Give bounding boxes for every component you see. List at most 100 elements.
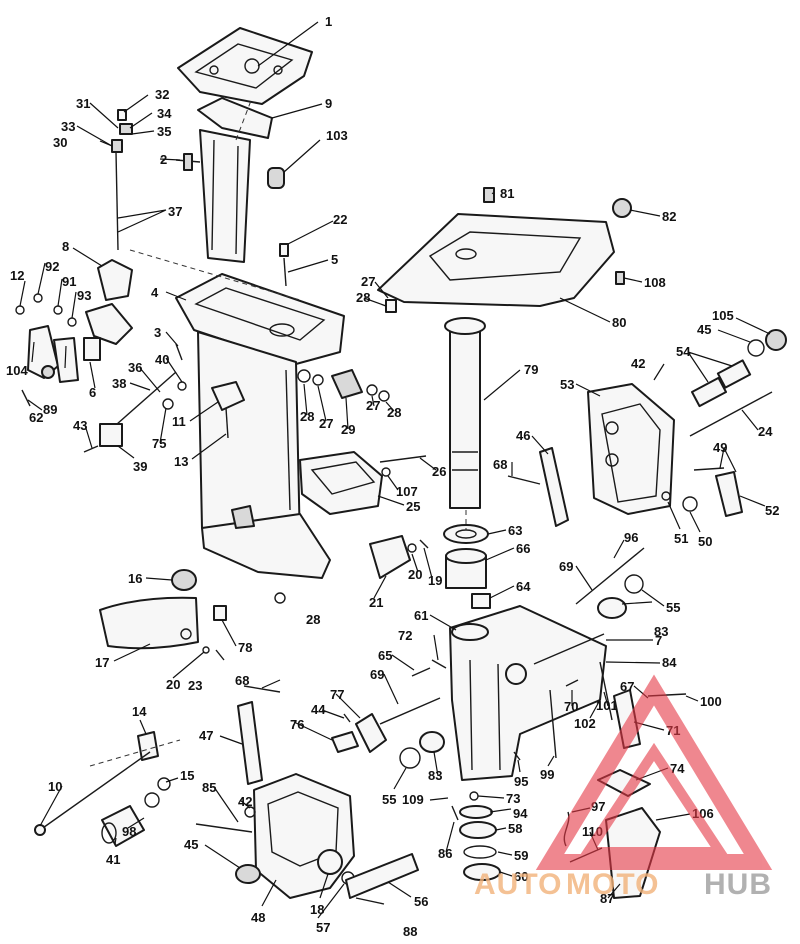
washer-98 bbox=[144, 792, 160, 808]
pin-40 bbox=[177, 381, 187, 391]
callout-64: 64 bbox=[516, 579, 531, 594]
callout-28: 28 bbox=[306, 612, 320, 627]
washer-93 bbox=[67, 317, 77, 327]
nut-28b bbox=[378, 390, 390, 402]
callout-40: 40 bbox=[155, 352, 169, 367]
callout-24: 24 bbox=[758, 424, 773, 439]
screw-43 bbox=[83, 445, 99, 453]
washer-92 bbox=[33, 293, 43, 303]
callout-28: 28 bbox=[387, 405, 401, 420]
callout-21: 21 bbox=[369, 595, 383, 610]
clip-70 bbox=[565, 679, 579, 687]
callout-28: 28 bbox=[300, 409, 314, 424]
callout-36: 36 bbox=[128, 360, 142, 375]
washer-20b bbox=[202, 646, 210, 654]
anti-cavitation-plate bbox=[201, 513, 331, 579]
bolt-85 bbox=[195, 823, 253, 833]
callout-75: 75 bbox=[152, 436, 166, 451]
callout-31: 31 bbox=[76, 96, 90, 111]
callout-26: 26 bbox=[432, 464, 446, 479]
callout-76: 76 bbox=[290, 717, 304, 732]
shift-lever bbox=[97, 259, 133, 301]
callout-42: 42 bbox=[238, 794, 252, 809]
shim-64 bbox=[471, 593, 491, 609]
pin-72 bbox=[431, 659, 447, 669]
callout-15: 15 bbox=[180, 768, 194, 783]
callout-50: 50 bbox=[698, 534, 712, 549]
callout-80: 80 bbox=[612, 315, 626, 330]
nut-45b bbox=[235, 864, 261, 884]
tiller-rod bbox=[39, 751, 151, 831]
clamp-bracket-right bbox=[587, 383, 675, 515]
shift-bracket bbox=[85, 303, 133, 345]
callout-3: 3 bbox=[154, 325, 161, 340]
alignment-line bbox=[89, 739, 181, 767]
stop-plate bbox=[83, 337, 101, 361]
washer-45 bbox=[747, 339, 765, 357]
callout-28: 28 bbox=[356, 290, 370, 305]
callout-25: 25 bbox=[406, 499, 420, 514]
callout-88: 88 bbox=[403, 924, 417, 939]
callout-61: 61 bbox=[414, 608, 428, 623]
callout-5: 5 bbox=[331, 252, 338, 267]
callout-77: 77 bbox=[330, 687, 344, 702]
watermark-triangle-inner bbox=[578, 742, 730, 857]
callout-19: 19 bbox=[428, 573, 442, 588]
exhaust-housing bbox=[197, 97, 273, 263]
callout-45: 45 bbox=[697, 322, 711, 337]
screw-19 bbox=[419, 539, 429, 549]
callout-43: 43 bbox=[73, 418, 87, 433]
bracket-14 bbox=[137, 731, 159, 761]
screw-86 bbox=[451, 805, 459, 821]
watermark-logo bbox=[535, 674, 773, 870]
pin-49 bbox=[693, 467, 725, 471]
callout-82: 82 bbox=[662, 209, 676, 224]
mount-78 bbox=[213, 605, 227, 621]
callout-35: 35 bbox=[157, 124, 171, 139]
screw-23 bbox=[215, 649, 225, 661]
callout-107: 107 bbox=[396, 484, 418, 499]
callout-23: 23 bbox=[188, 678, 202, 693]
washer-27b bbox=[366, 384, 378, 396]
rod-clip bbox=[119, 123, 133, 135]
trim-tab bbox=[369, 535, 411, 579]
callout-41: 41 bbox=[106, 852, 120, 867]
callout-51: 51 bbox=[674, 531, 688, 546]
callout-62: 62 bbox=[29, 410, 43, 425]
callout-20: 20 bbox=[408, 567, 422, 582]
callout-11: 11 bbox=[172, 414, 186, 429]
callout-48: 48 bbox=[251, 910, 265, 925]
water-tube-grommet bbox=[211, 381, 245, 411]
bolt-68a bbox=[507, 475, 541, 485]
o-ring-59 bbox=[463, 845, 497, 859]
watermark-triangle-outer bbox=[535, 674, 773, 870]
callout-6: 6 bbox=[89, 385, 96, 400]
part-drawings bbox=[15, 27, 787, 905]
callout-94: 94 bbox=[513, 806, 528, 821]
callout-108: 108 bbox=[644, 275, 666, 290]
callout-labels: 1 2 3 4 5 6 7 8 9 10 11 12 13 14 15 16 1… bbox=[6, 14, 779, 939]
callout-22: 22 bbox=[333, 212, 347, 227]
lock-lever-77 bbox=[355, 713, 387, 753]
callout-58: 58 bbox=[508, 821, 522, 836]
link-bushing bbox=[41, 365, 55, 379]
callout-59: 59 bbox=[514, 848, 528, 863]
shift-shaft bbox=[107, 371, 177, 433]
callout-2: 2 bbox=[160, 152, 167, 167]
callout-69: 69 bbox=[559, 559, 573, 574]
callout-13: 13 bbox=[174, 454, 188, 469]
bolt-26 bbox=[379, 455, 427, 463]
washer-55b bbox=[399, 747, 421, 769]
callout-45: 45 bbox=[184, 837, 198, 852]
callout-69: 69 bbox=[370, 667, 384, 682]
callout-55: 55 bbox=[666, 600, 680, 615]
rod-screw bbox=[117, 109, 127, 121]
handle-grip bbox=[101, 805, 145, 847]
shift-rod bbox=[115, 151, 119, 251]
callout-74: 74 bbox=[670, 761, 685, 776]
shift-shaft-bracket bbox=[99, 423, 123, 447]
callout-14: 14 bbox=[132, 704, 147, 719]
callout-104: 104 bbox=[6, 363, 28, 378]
bushing-83a bbox=[597, 597, 627, 619]
callout-46: 46 bbox=[516, 428, 530, 443]
